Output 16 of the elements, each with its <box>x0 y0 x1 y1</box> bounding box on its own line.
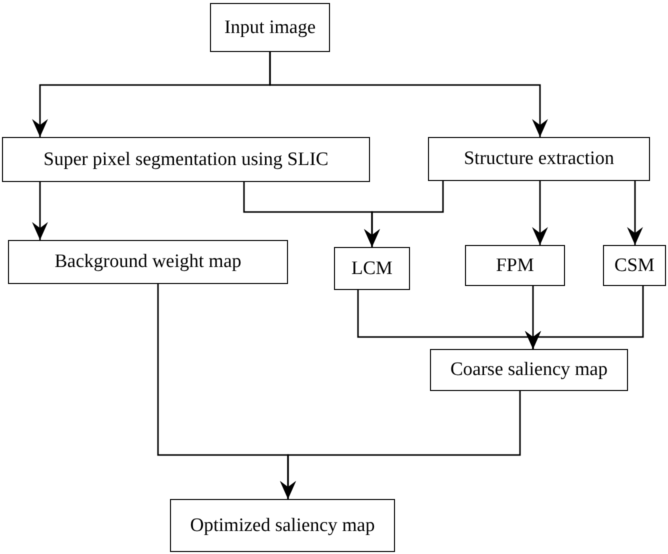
process-box: Background weight map <box>8 240 288 284</box>
process-box: Input image <box>210 3 330 52</box>
process-box: Super pixel segmentation using SLIC <box>2 137 370 182</box>
arrow <box>364 181 444 247</box>
process-box: LCM <box>334 247 410 290</box>
arrow <box>269 52 548 137</box>
process-box: Coarse saliency map <box>430 349 628 391</box>
process-box: Structure extraction <box>428 137 650 181</box>
arrow <box>532 181 548 245</box>
arrow <box>32 182 48 240</box>
process-box: Optimized saliency map <box>170 499 395 552</box>
arrow <box>280 391 521 499</box>
arrow <box>525 286 644 349</box>
process-box: CSM <box>603 245 666 286</box>
arrow <box>627 181 643 245</box>
process-box: FPM <box>465 245 565 286</box>
